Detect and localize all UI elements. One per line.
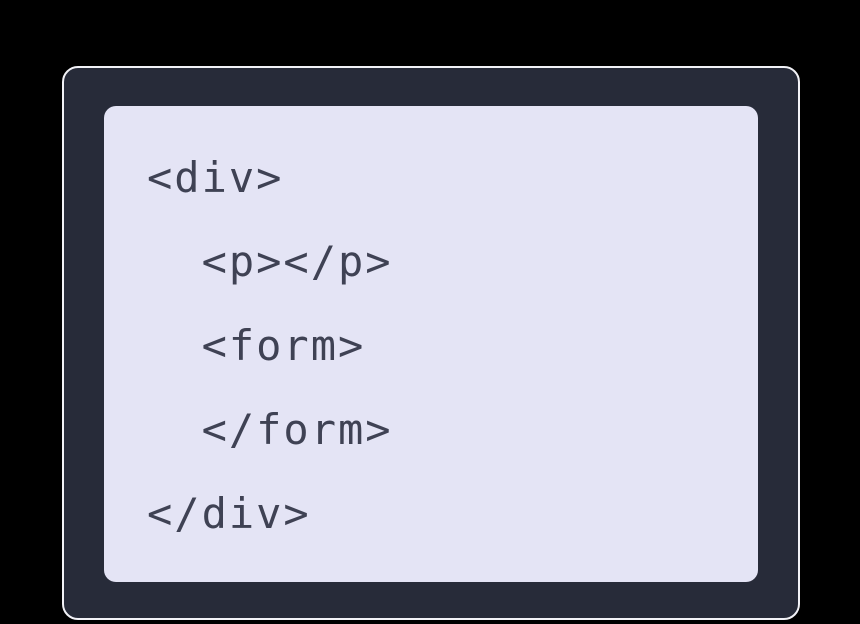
code-line: </div>	[147, 489, 311, 538]
code-card-frame: <div> <p></p> <form> </form> </div>	[62, 66, 800, 620]
code-line: </form>	[147, 405, 393, 454]
code-line: <p></p>	[147, 237, 393, 286]
code-line: <div>	[147, 153, 284, 202]
code-line: <form>	[147, 321, 366, 370]
code-panel: <div> <p></p> <form> </form> </div>	[104, 106, 758, 582]
